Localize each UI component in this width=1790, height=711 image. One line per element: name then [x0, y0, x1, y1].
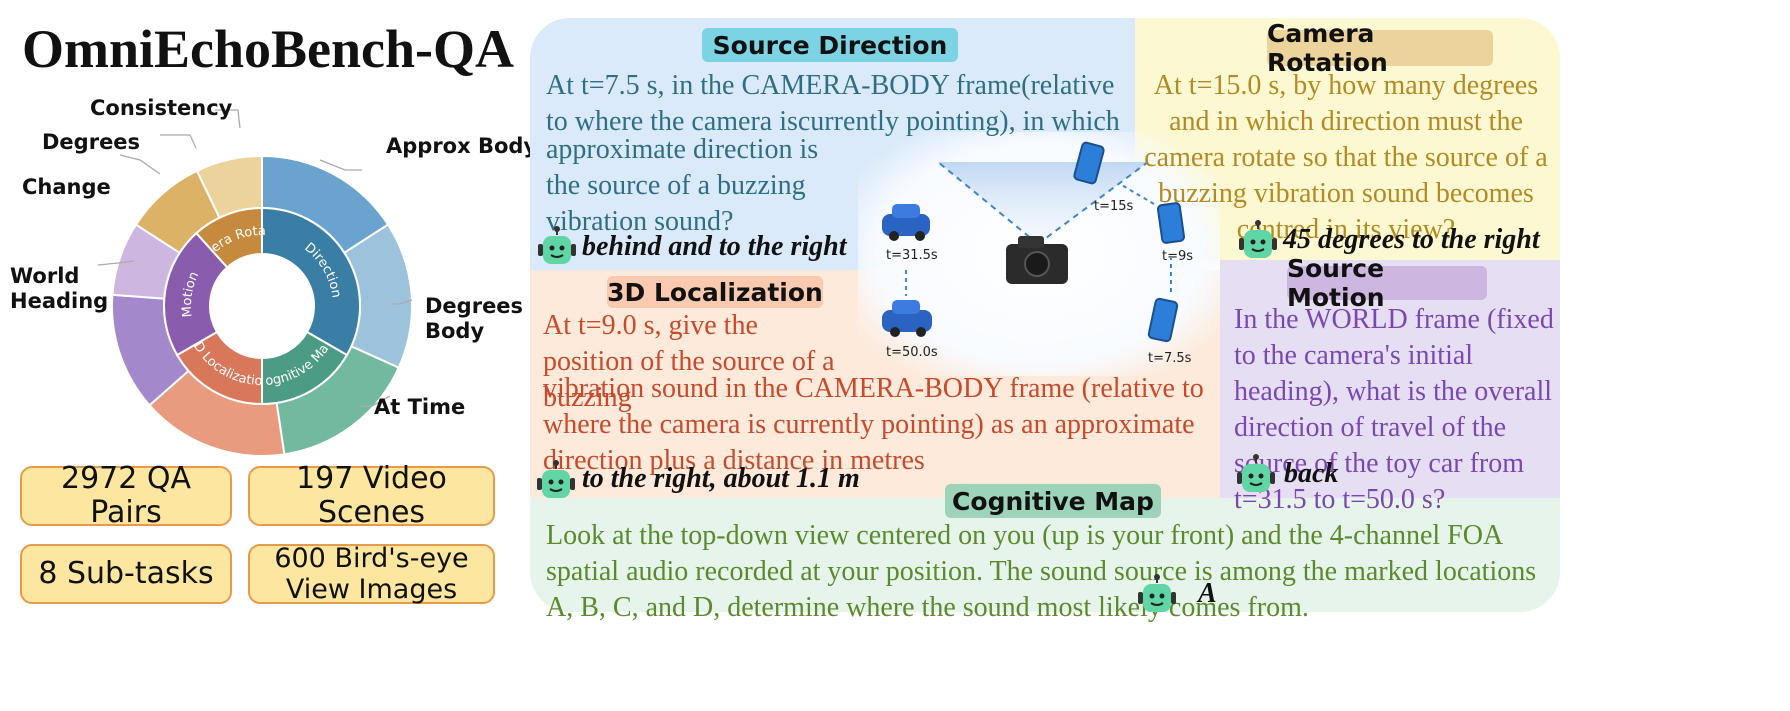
tag-source-motion: Source Motion [1287, 254, 1487, 312]
sunburst-chart: DirectionCognitive Map3D LocalizationMot… [0, 90, 413, 457]
scene-label-t4: t=9s [1162, 249, 1193, 264]
leader-line-4 [119, 154, 161, 175]
answer-cognitive-map: A [1198, 578, 1217, 609]
car-icon-bottom [882, 300, 932, 337]
question-cognitive-map: Look at the top-down view centered on yo… [546, 520, 1537, 623]
leader-line-1 [393, 299, 413, 305]
stat-video-scenes: 197 Video Scenes [248, 461, 495, 530]
answer-source-motion: back [1284, 458, 1339, 489]
question-localization-2: vibration sound in the CAMERA-BODY frame… [543, 373, 1204, 476]
robot-icon [537, 460, 575, 498]
phone-icon-right [1156, 202, 1186, 244]
leader-line-2 [360, 395, 391, 407]
leader-line-5 [160, 134, 197, 149]
inner-segment-3 [163, 231, 229, 357]
label-degrees: Degrees [42, 130, 141, 154]
tag-cognitive-map: Cognitive Map [945, 484, 1161, 518]
leader-line-6 [215, 109, 241, 129]
stat-birds-eye-images: 600 Bird's-eye View Images [248, 543, 495, 605]
leader-lines [97, 109, 413, 407]
leader-line-3 [97, 260, 135, 266]
answer-camera-rotation: 45 degrees to the right [1283, 224, 1540, 255]
tag-source-direction: Source Direction [702, 28, 958, 62]
inner-segment-0 [261, 206, 361, 357]
stat-qa-pairs: 2972 QA Pairs [20, 461, 232, 530]
page-title: OmniEchoBench-QA [22, 19, 515, 79]
stat-sub-tasks: 8 Sub-tasks [20, 544, 232, 604]
phone-icon-top [1073, 141, 1105, 185]
robot-icon [1237, 454, 1275, 492]
robot-icon [538, 226, 576, 264]
answer-localization: to the right, about 1.1 m [582, 463, 860, 494]
label-approx-body: Approx Body [386, 134, 538, 158]
scene-illustration: t=31.5s t=50.0s t=15s t=9s t=7.5s [858, 132, 1220, 376]
scene-label-t5: t=7.5s [1148, 351, 1192, 366]
label-at-time: At Time [374, 395, 466, 419]
phone-icon-bottom [1147, 297, 1179, 343]
question-source-motion: In the WORLD frame (fixed to the camera'… [1234, 304, 1554, 515]
question-source-direction-1: At t=7.5 s, in the CAMERA-BODY frame(rel… [546, 70, 1120, 137]
scene-label-t3: t=15s [1094, 199, 1134, 214]
car-icon-top [882, 204, 930, 241]
label-world-heading: World Heading [10, 264, 109, 313]
inner-segment-4 [195, 206, 263, 269]
inner-ring [163, 206, 361, 406]
label-change: Change [22, 175, 111, 199]
answer-source-direction: behind and to the right [582, 231, 847, 262]
camera-icon [1006, 236, 1068, 284]
leader-line-0 [319, 159, 362, 171]
question-localization-1: At t=9.0 s, give the position of the sou… [543, 310, 835, 413]
label-consistency: Consistency [90, 96, 233, 120]
scene-label-t1: t=31.5s [886, 248, 938, 263]
outer-ring [111, 154, 413, 457]
label-degrees-body: Degrees Body [425, 294, 524, 343]
tag-camera-rotation: Camera Rotation [1267, 19, 1493, 77]
robot-icon [1138, 574, 1176, 612]
scene-label-t2: t=50.0s [886, 345, 938, 360]
question-camera-rotation: At t=15.0 s, by how many degrees and in … [1144, 70, 1548, 245]
question-source-direction-2: approximate direction is the source of a… [546, 134, 819, 237]
robot-icon [1239, 220, 1277, 258]
tag-3d-localization: 3D Localization [607, 276, 823, 308]
